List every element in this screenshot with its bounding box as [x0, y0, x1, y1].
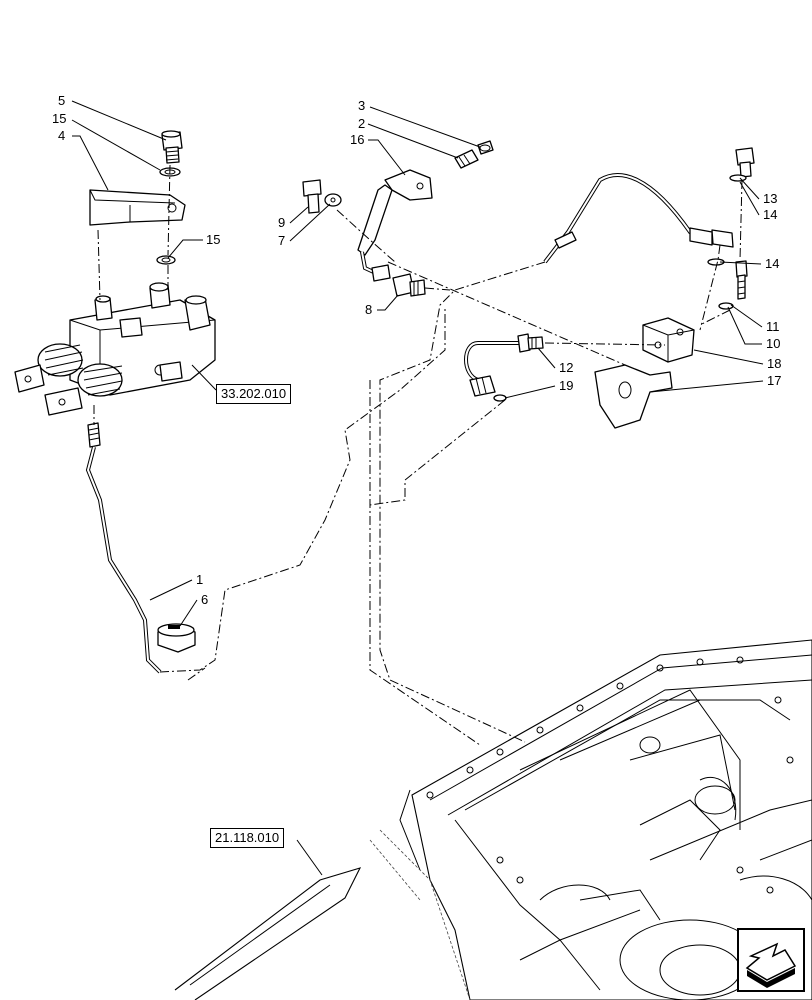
part-18-block [642, 317, 695, 363]
part-9-bolt [302, 179, 322, 214]
part-10-washer [718, 302, 734, 310]
part-17-bracket [594, 364, 673, 429]
reference-transmission-housing[interactable]: 21.118.010 [210, 828, 285, 848]
brake-master-cylinder [14, 282, 216, 416]
callout-10: 10 [766, 336, 780, 351]
callout-15-top: 15 [52, 111, 66, 126]
next-page-arrow-icon[interactable] [737, 928, 805, 992]
callout-19: 19 [559, 378, 573, 393]
part-19-fitting [469, 375, 507, 402]
part-5-bolt [161, 130, 183, 164]
callout-labels: 5 15 4 15 3 2 16 9 7 8 1 6 13 14 14 11 1… [52, 93, 781, 607]
part-2-fitting [454, 149, 479, 169]
callout-11: 11 [766, 319, 780, 334]
callout-18: 18 [767, 356, 781, 371]
part-7-washer [324, 193, 342, 207]
callout-17: 17 [767, 373, 781, 388]
part-14-washer-top [729, 174, 747, 182]
callout-13: 13 [763, 191, 777, 206]
relation-lines [93, 164, 743, 746]
callout-14-lower: 14 [765, 256, 779, 271]
part-11-bolt [735, 260, 748, 300]
part-3-cap [477, 140, 494, 155]
callout-9: 9 [278, 215, 285, 230]
leader-lines [71, 100, 764, 876]
part-15-washer-lower [156, 255, 176, 265]
callout-7: 7 [278, 233, 285, 248]
callout-6: 6 [201, 592, 208, 607]
part-4-bracket [89, 189, 186, 226]
callout-8: 8 [365, 302, 372, 317]
callout-2: 2 [358, 116, 365, 131]
callout-16: 16 [350, 132, 364, 147]
callout-15-lower: 15 [206, 232, 220, 247]
transmission-housing [174, 639, 812, 1000]
upper-brake-pipe [543, 173, 734, 264]
callout-12: 12 [559, 360, 573, 375]
part-1-brake-pipe [85, 422, 162, 674]
callout-1: 1 [196, 572, 203, 587]
part-12-pipe [464, 333, 544, 387]
part-6-grommet [157, 623, 196, 653]
part-13-bolt [735, 147, 755, 178]
callout-4: 4 [58, 128, 65, 143]
part-8-adapter [392, 273, 426, 297]
callout-3: 3 [358, 98, 365, 113]
next-page-arrow-graphic [737, 928, 805, 992]
callout-5: 5 [58, 93, 65, 108]
reference-brake-master-cylinder[interactable]: 33.202.010 [216, 384, 292, 404]
callout-14-top: 14 [763, 207, 777, 222]
part-16-pipe-bracket [357, 169, 433, 282]
